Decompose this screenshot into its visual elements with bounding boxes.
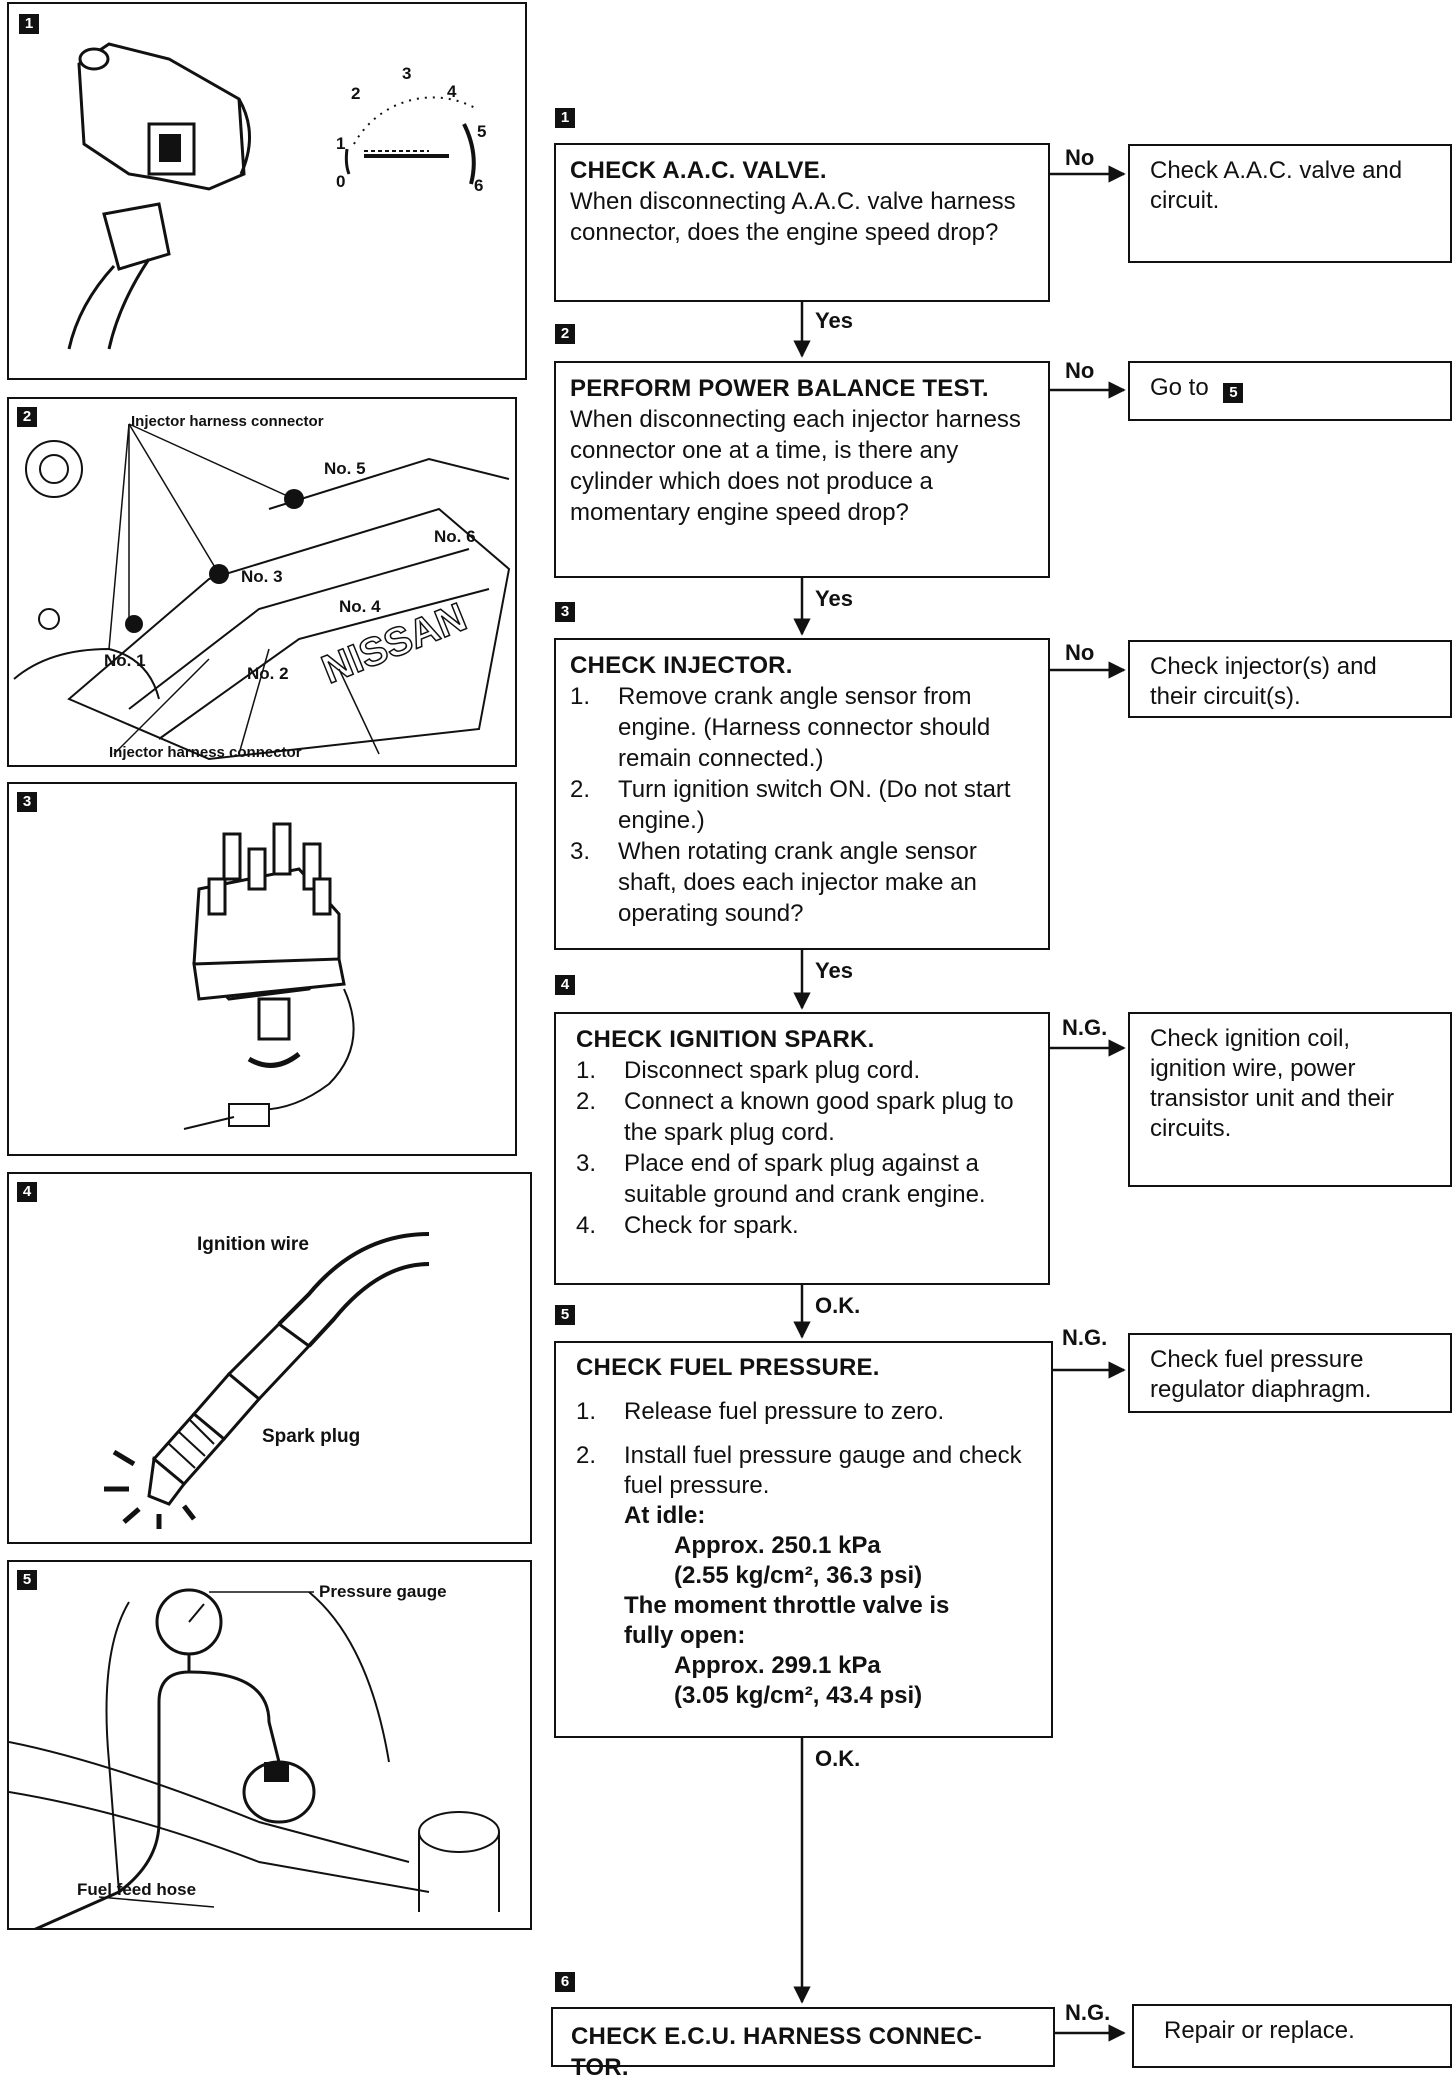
step2-box: PERFORM POWER BALANCE TEST. When disconn… — [554, 361, 1050, 578]
panel-badge: 2 — [17, 407, 37, 427]
step2-yes-label: Yes — [815, 586, 853, 611]
distributor-drawing — [183, 822, 355, 1130]
step6-ng-result: Repair or replace. — [1132, 2004, 1452, 2068]
label-injector-harness-bottom: Injector harness connector — [109, 744, 302, 761]
spec-idle-value-alt: (2.55 kg/cm², 36.3 psi) — [674, 1562, 923, 1589]
step3-box: CHECK INJECTOR. 1.Remove crank angle sen… — [554, 638, 1050, 950]
step1-no-label: No — [1065, 145, 1095, 170]
spec-idle-value: Approx. 250.1 kPa — [674, 1532, 881, 1559]
step1-no-result: Check A.A.C. valve and circuit. — [1128, 144, 1452, 263]
step5-item-2: 2. Install fuel pressure gauge and check… — [576, 1441, 1039, 1711]
step4-ng-result: Check ignition coil, ignition wire, powe… — [1128, 1012, 1452, 1187]
step5-item-1: 1.Release fuel pressure to zero. — [576, 1398, 945, 1425]
engine-injectors-drawing: NISSAN — [13, 423, 511, 761]
step3-list: 1.Remove crank angle sensor from engine.… — [570, 681, 1036, 929]
step3-yes-label: Yes — [815, 958, 853, 983]
step5-ng-result-text: Check fuel pressure regulator diaphragm. — [1150, 1346, 1372, 1403]
label-no6: No. 6 — [434, 527, 476, 546]
step4-item-2: 2.Connect a known good spark plug to the… — [576, 1088, 1014, 1146]
fuel-pressure-specs: At idle: Approx. 250.1 kPa (2.55 kg/cm²,… — [624, 1501, 1039, 1711]
tach-6: 6 — [474, 176, 484, 195]
step5-ng-result: Check fuel pressure regulator diaphragm. — [1128, 1333, 1452, 1413]
spec-throttle-value-alt: (3.05 kg/cm², 43.4 psi) — [674, 1682, 923, 1709]
illustration-panel-spark-plug: 4 Ignition wire Spark plug — [7, 1172, 532, 1544]
step4-box: CHECK IGNITION SPARK. 1.Disconnect spark… — [554, 1012, 1050, 1285]
step1-box: CHECK A.A.C. VALVE. When disconnecting A… — [554, 143, 1050, 302]
step3-no-result-text: Check injector(s) and their circuit(s). — [1150, 653, 1377, 710]
step4-title: CHECK IGNITION SPARK. — [576, 1026, 875, 1053]
panel-badge: 1 — [19, 14, 39, 34]
label-no5: No. 5 — [324, 459, 366, 478]
tach-2: 2 — [351, 84, 361, 103]
step2-text: When disconnecting each injector harness… — [570, 406, 1021, 526]
step1-yes-label: Yes — [815, 308, 853, 333]
step4-item-1: 1.Disconnect spark plug cord. — [576, 1057, 921, 1084]
step1-badge: 1 — [555, 108, 575, 128]
step6-box: CHECK E.C.U. HARNESS CONNEC-TOR. — [551, 2007, 1055, 2081]
step5-box: CHECK FUEL PRESSURE. 1.Release fuel pres… — [554, 1341, 1053, 1738]
spec-throttle-label-1: The moment throttle valve is — [624, 1592, 950, 1619]
tach-3: 3 — [402, 64, 412, 83]
step5-badge: 5 — [555, 1305, 575, 1325]
step4-list: 1.Disconnect spark plug cord. 2.Connect … — [576, 1055, 1036, 1241]
label-fuel-feed-hose: Fuel feed hose — [77, 1880, 197, 1899]
goto-step5-badge: 5 — [1223, 383, 1244, 403]
step4-ng-result-text: Check ignition coil, ignition wire, powe… — [1150, 1025, 1395, 1142]
tach-0: 0 — [336, 172, 346, 191]
step1-no-result-text: Check A.A.C. valve and circuit. — [1150, 157, 1403, 214]
step4-item-3: 3.Place end of spark plug against a suit… — [576, 1150, 986, 1208]
fuel-pressure-gauge-drawing — [9, 1588, 500, 1928]
step3-no-label: No — [1065, 640, 1095, 665]
spec-throttle-label-2: fully open: — [624, 1622, 746, 1649]
panel-badge: 5 — [17, 1570, 37, 1590]
step4-ok-label: O.K. — [815, 1293, 861, 1318]
spark-plug-drawing — [104, 1232, 430, 1529]
step3-title: CHECK INJECTOR. — [570, 652, 793, 679]
step1-title: CHECK A.A.C. VALVE. — [570, 157, 827, 184]
step2-no-label: No — [1065, 358, 1095, 383]
label-injector-harness-top: Injector harness connector — [131, 413, 324, 430]
step6-ng-label: N.G. — [1065, 2000, 1111, 2025]
aac-valve-drawing — [67, 42, 478, 350]
label-spark-plug: Spark plug — [262, 1426, 361, 1447]
step4-badge: 4 — [555, 975, 575, 995]
step5-title: CHECK FUEL PRESSURE. — [576, 1354, 880, 1381]
step4-ng-label: N.G. — [1062, 1015, 1108, 1040]
tach-1: 1 — [336, 134, 346, 153]
illustration-panel-distributor: 3 — [7, 782, 517, 1156]
step5-list: 1.Release fuel pressure to zero. 2. Inst… — [576, 1397, 1039, 1711]
step3-badge: 3 — [555, 602, 575, 622]
illustration-panel-fuel-gauge: 5 Pressure gauge Fuel feed hose — [7, 1560, 532, 1930]
label-pressure-gauge: Pressure gauge — [319, 1582, 447, 1601]
label-no4: No. 4 — [339, 597, 381, 616]
step2-badge: 2 — [555, 324, 575, 344]
step6-ng-result-text: Repair or replace. — [1164, 2017, 1355, 2044]
step1-text: When disconnecting A.A.C. valve harness … — [570, 188, 1016, 246]
label-no2: No. 2 — [247, 664, 289, 683]
step5-ok-label: O.K. — [815, 1746, 861, 1771]
step6-badge: 6 — [555, 1972, 575, 1992]
step5-ng-label: N.G. — [1062, 1325, 1108, 1350]
illustration-panel-injectors: 2 NISSAN Injector harness connector Inje… — [7, 397, 517, 767]
step4-item-4: 4.Check for spark. — [576, 1212, 799, 1239]
step3-no-result: Check injector(s) and their circuit(s). — [1128, 640, 1452, 718]
step2-no-result-text: Go to — [1150, 374, 1209, 401]
spec-idle-label: At idle: — [624, 1502, 706, 1529]
illustration-panel-aac-valve: 1 0 1 2 3 4 5 6 — [7, 2, 527, 380]
panel-badge: 3 — [17, 792, 37, 812]
step3-item-2: 2.Turn ignition switch ON. (Do not start… — [570, 776, 1011, 834]
label-no1: No. 1 — [104, 651, 146, 670]
tach-4: 4 — [447, 82, 457, 101]
step2-no-result: Go to 5 — [1128, 361, 1452, 421]
tach-5: 5 — [477, 122, 487, 141]
step2-title: PERFORM POWER BALANCE TEST. — [570, 375, 989, 402]
panel-badge: 4 — [17, 1182, 37, 1202]
step3-item-3: 3.When rotating crank angle sensor shaft… — [570, 838, 977, 927]
spec-throttle-value: Approx. 299.1 kPa — [674, 1652, 881, 1679]
label-ignition-wire: Ignition wire — [197, 1234, 309, 1255]
step3-item-1: 1.Remove crank angle sensor from engine.… — [570, 683, 991, 772]
label-no3: No. 3 — [241, 567, 283, 586]
step6-title: CHECK E.C.U. HARNESS CONNEC-TOR. — [571, 2023, 982, 2081]
